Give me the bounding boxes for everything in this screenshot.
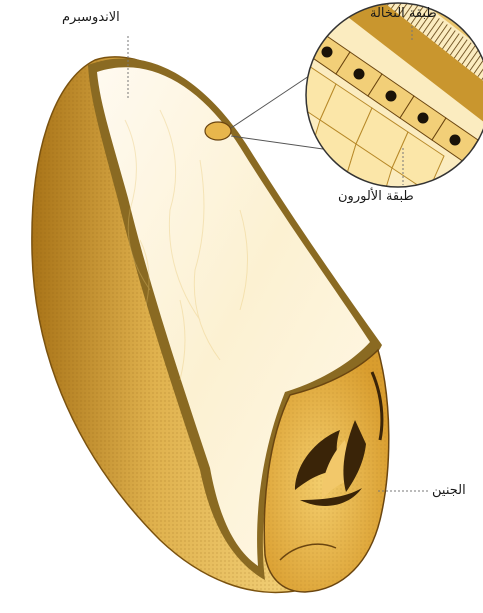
label-bran-layer: طبقة النخالة	[370, 6, 437, 21]
label-endosperm: الاندوسبرم	[62, 10, 120, 25]
label-aleurone-layer: طبقة الألورون	[338, 189, 414, 204]
zoom-inset	[296, 0, 483, 214]
zoom-marker	[205, 122, 231, 140]
zoom-connector-top	[231, 70, 318, 128]
label-embryo: الجنين	[432, 483, 466, 498]
